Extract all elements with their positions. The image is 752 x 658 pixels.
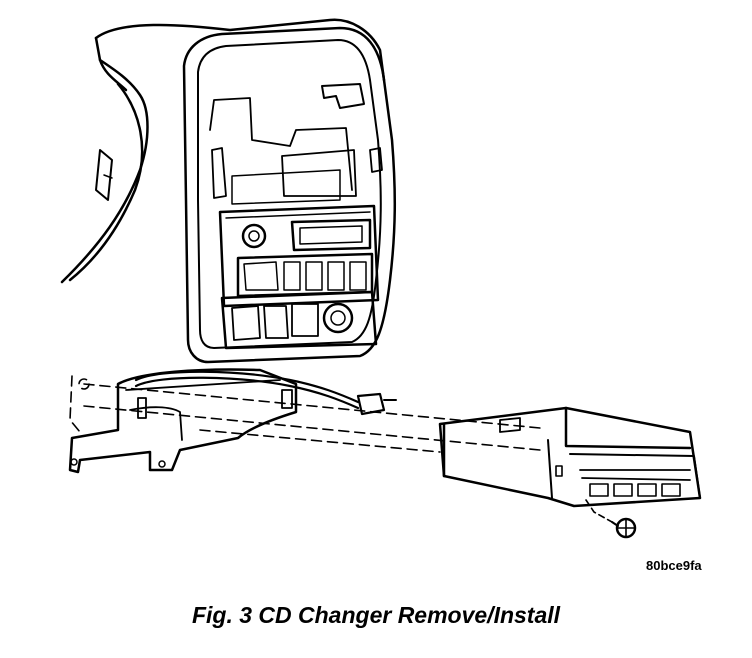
figure-caption: Fig. 3 CD Changer Remove/Install [191,602,561,628]
cd-changer-unit [438,406,702,508]
climate-control-panel [220,290,378,350]
wiring-harness [134,370,397,416]
alignment-lines [69,375,541,453]
radio-unit [218,204,380,308]
figure-code: 80bce9fa [646,558,702,573]
mounting-bracket [68,368,298,474]
instrument-panel-shell [60,18,386,284]
cd-changer-exploded-diagram [60,18,702,539]
center-bezel-frame [182,26,397,364]
mounting-screw [585,499,637,539]
